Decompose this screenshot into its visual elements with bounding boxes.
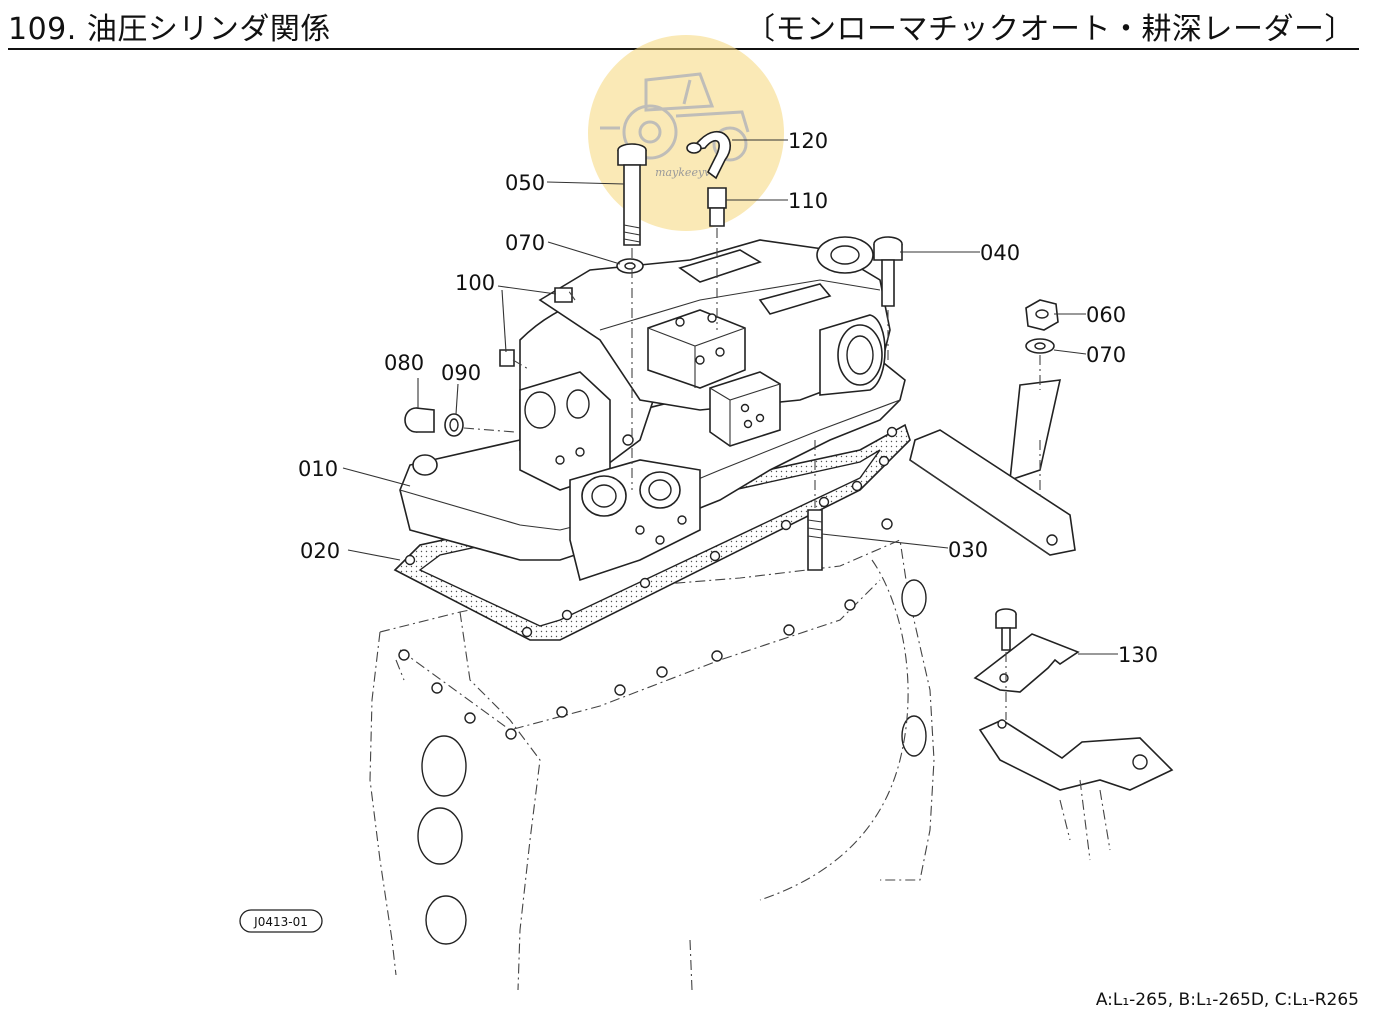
washer-090 [444,413,464,437]
drawing-ref: J0413-01 [253,915,308,929]
callout-110: 110 [788,189,828,213]
callout-100: 100 [455,271,495,295]
callout-030: 030 [948,538,988,562]
callout-120: 120 [788,129,828,153]
lift-arm-bracket [909,379,1076,556]
plug-100 [499,287,573,367]
plate-130 [973,608,1080,693]
callout-080: 080 [384,351,424,375]
model-applicability: A:L₁-265, B:L₁-265D, C:L₁-R265 [1095,990,1359,1010]
callout-010: 010 [298,457,338,481]
watermark: maykeeyva [588,35,784,231]
hydraulic-cylinder-010 [399,236,906,582]
callout-050: 050 [505,171,545,195]
callout-060: 060 [1086,303,1126,327]
bolt-040 [873,236,903,307]
bolt-050 [617,143,647,246]
nut-060 [1025,299,1059,331]
drawing-ref-badge: J0413-01 [239,909,323,933]
leader-lines [342,139,1118,655]
page-title: 109. 油圧シリンダ関係 [8,12,331,47]
plug-080 [404,407,435,433]
callout-020: 020 [300,539,340,563]
stud-030 [807,509,823,571]
pipe-120 [686,130,731,180]
center-lines [463,228,1041,720]
fitting-110 [707,187,727,227]
callout-130: 130 [1118,643,1158,667]
callout-040: 040 [980,241,1020,265]
callout-070-right: 070 [1086,343,1126,367]
callout-090: 090 [441,361,481,385]
watermark-text: maykeeyva [655,166,717,179]
lower-bracket [978,719,1174,861]
callout-070-upper: 070 [505,231,545,255]
tractor-icon [600,72,750,162]
page-subtitle: 〔モンローマチックオート・耕深レーダー〕 [745,12,1355,47]
